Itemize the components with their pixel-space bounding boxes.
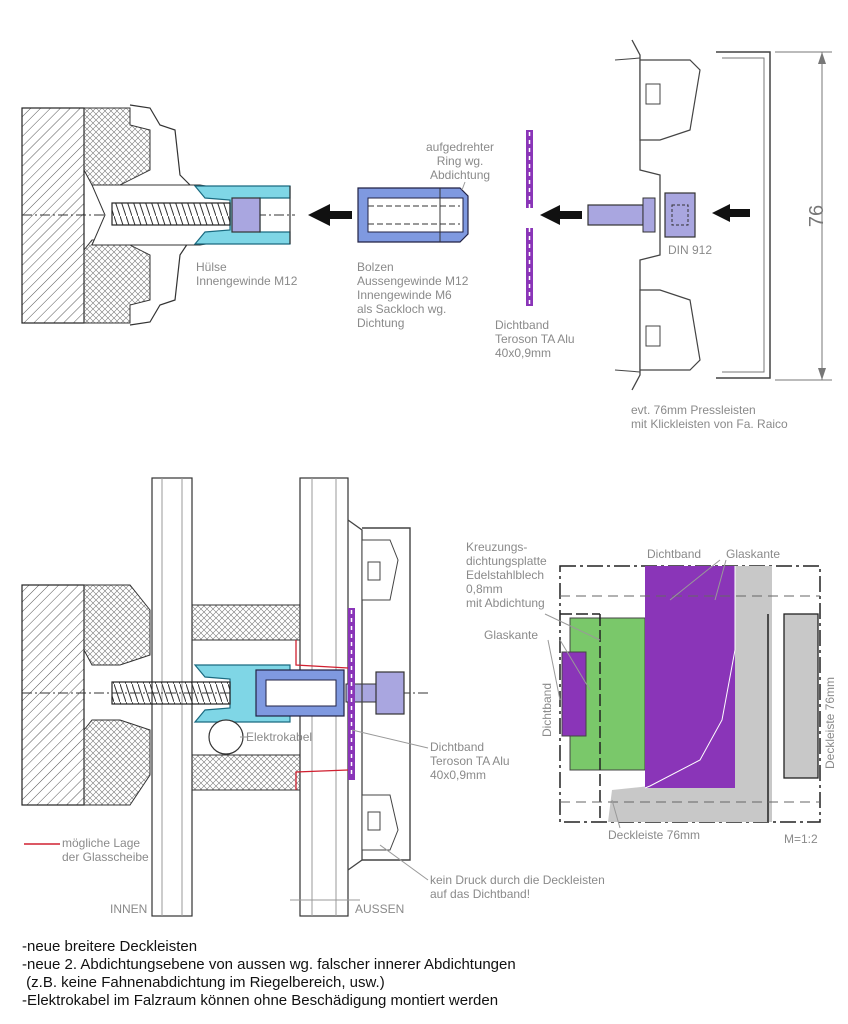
label-dichtband-top-line2: Teroson TA Alu (495, 332, 575, 346)
insulation-upper (191, 604, 301, 641)
arrow-left-2 (540, 205, 582, 225)
gasket-bl-upper (83, 584, 151, 666)
note-item: -Elektrokabel im Falzraum können ohne Be… (22, 992, 499, 1009)
label-glaskante-br-left: Glaskante (484, 628, 539, 642)
dimension-76 (775, 51, 832, 381)
label-kein-druck: kein Druck durch die Deckleisten auf das… (430, 873, 605, 901)
label-dichtband-bl: Dichtband Teroson TA Alu 40x0,9mm (430, 740, 510, 782)
label-dichtband-bl-line3: 40x0,9mm (430, 768, 487, 782)
label-ring-line2: Ring wg. (436, 154, 484, 168)
label-bolzen-line2: Aussengewinde M12 (357, 274, 469, 288)
label-dichtband-top: Dichtband Teroson TA Alu 40x0,9mm (495, 318, 575, 360)
purple-band-main (645, 566, 735, 788)
label-ring: aufgedrehter Ring wg. Abdichtung (426, 140, 494, 182)
label-ring-line1: aufgedrehter (426, 140, 495, 154)
dimension-76-label: 76 (806, 204, 829, 228)
leader-kein-druck (379, 844, 429, 881)
label-pressleisten-line2: mit Klickleisten von Fa. Raico (631, 417, 788, 431)
sealing-tape-top (526, 130, 533, 306)
glass-hatched-block-2 (21, 584, 85, 806)
label-kreuzung-line3: Edelstahlblech (466, 568, 545, 582)
mullion-profile-outline (129, 104, 191, 326)
glass-position-red-upper (295, 640, 349, 669)
label-kreuzung-line2: dichtungsplatte (466, 554, 547, 568)
legend-line1: mögliche Lage (62, 836, 141, 850)
deckleiste-grey-right (783, 613, 819, 779)
label-kein-druck-line2: auf das Dichtband! (430, 887, 531, 901)
leader-deckleiste-bottom (611, 799, 621, 829)
bottom-left-section (21, 477, 430, 917)
label-elektrokabel: Elektrokabel (246, 730, 313, 744)
label-bolzen-line3: Innengewinde M6 (357, 288, 452, 302)
label-bolzen: Bolzen Aussengewinde M12 Innengewinde M6… (357, 260, 468, 330)
label-bolzen-line5: Dichtung (357, 316, 405, 330)
label-dichtband-bl-line1: Dichtband (430, 740, 485, 754)
label-kreuzung: Kreuzungs- dichtungsplatte Edelstahlblec… (466, 540, 547, 610)
label-kreuzung-line4: 0,8mm (466, 582, 503, 596)
glass-position-red-lower (295, 769, 349, 790)
label-kein-druck-line1: kein Druck durch die Deckleisten (430, 873, 605, 887)
threaded-screw-top (111, 202, 231, 226)
legend-glass-position: mögliche Lage der Glasscheibe (62, 836, 149, 864)
label-dichtband-bl-line2: Teroson TA Alu (430, 754, 510, 768)
label-innen: INNEN (110, 902, 148, 916)
legend-line2: der Glasscheibe (62, 850, 149, 864)
label-kreuzung-line5: mit Abdichtung (466, 596, 545, 610)
leader-glaskante-top (714, 559, 727, 601)
leader-glaskante-left-1 (547, 639, 561, 701)
label-kreuzung-line1: Kreuzungs- (466, 540, 528, 554)
leader-glaskante-left-2 (559, 639, 591, 691)
insulation-lower (191, 754, 301, 791)
gasket-lower (83, 239, 151, 324)
note-item: -neue 2. Abdichtungsebene von aussen wg.… (22, 956, 516, 973)
leader-kreuzung (544, 613, 601, 641)
label-aussen: AUSSEN (355, 902, 405, 916)
label-dichtband-top-line3: 40x0,9mm (495, 346, 552, 360)
cover-cap-bl (362, 527, 411, 861)
label-glaskante-br-top: Glaskante (726, 547, 781, 561)
leader-dichtband-bl (351, 729, 429, 749)
label-dichtband-br-vert: Dichtband (540, 682, 555, 738)
pressure-plate-bl (347, 519, 363, 871)
notes-list: -neue breitere Deckleisten -neue 2. Abdi… (22, 938, 516, 1010)
gasket-bl-lower (83, 719, 151, 806)
label-bolzen-line1: Bolzen (357, 260, 394, 274)
threaded-screw-bl (111, 681, 231, 705)
label-huelse: Hülse Innengewinde M12 (196, 260, 297, 288)
note-item: (z.B. keine Fahnenabdichtung im Riegelbe… (22, 974, 385, 991)
arrow-left-1 (308, 204, 352, 226)
arrow-left-3 (712, 204, 750, 222)
leader-ring (461, 181, 466, 191)
bottom-right-detail (559, 565, 821, 823)
label-dichtband-top-line1: Dichtband (495, 318, 550, 332)
label-din912: DIN 912 (668, 243, 713, 257)
bolt-bolzen (357, 187, 469, 243)
label-dichtband-br-top: Dichtband (647, 547, 702, 561)
label-scale: M=1:2 (784, 832, 818, 846)
purple-band-left (561, 651, 587, 737)
label-huelse-line1: Hülse (196, 260, 227, 274)
label-bolzen-line4: als Sackloch wg. (357, 302, 447, 316)
gasket-upper (83, 107, 151, 186)
label-ring-line3: Abdichtung (430, 168, 491, 182)
label-deckleiste-br-vert: Deckleiste 76mm (823, 676, 838, 770)
screw-head-top (231, 197, 261, 233)
label-pressleisten-line1: evt. 76mm Pressleisten (631, 403, 756, 417)
leader-dichtband-top (669, 559, 721, 601)
top-left-mullion-section (21, 104, 295, 326)
cover-cap-profile (716, 51, 771, 379)
label-huelse-line2: Innengewinde M12 (196, 274, 298, 288)
electric-cable (208, 719, 244, 755)
note-item: -neue breitere Deckleisten (22, 938, 198, 955)
screw-din912 (587, 192, 696, 238)
pressure-plate-profile (614, 39, 701, 391)
label-pressleisten: evt. 76mm Pressleisten mit Klickleisten … (631, 403, 788, 431)
label-deckleiste-br-bottom: Deckleiste 76mm (608, 828, 701, 842)
